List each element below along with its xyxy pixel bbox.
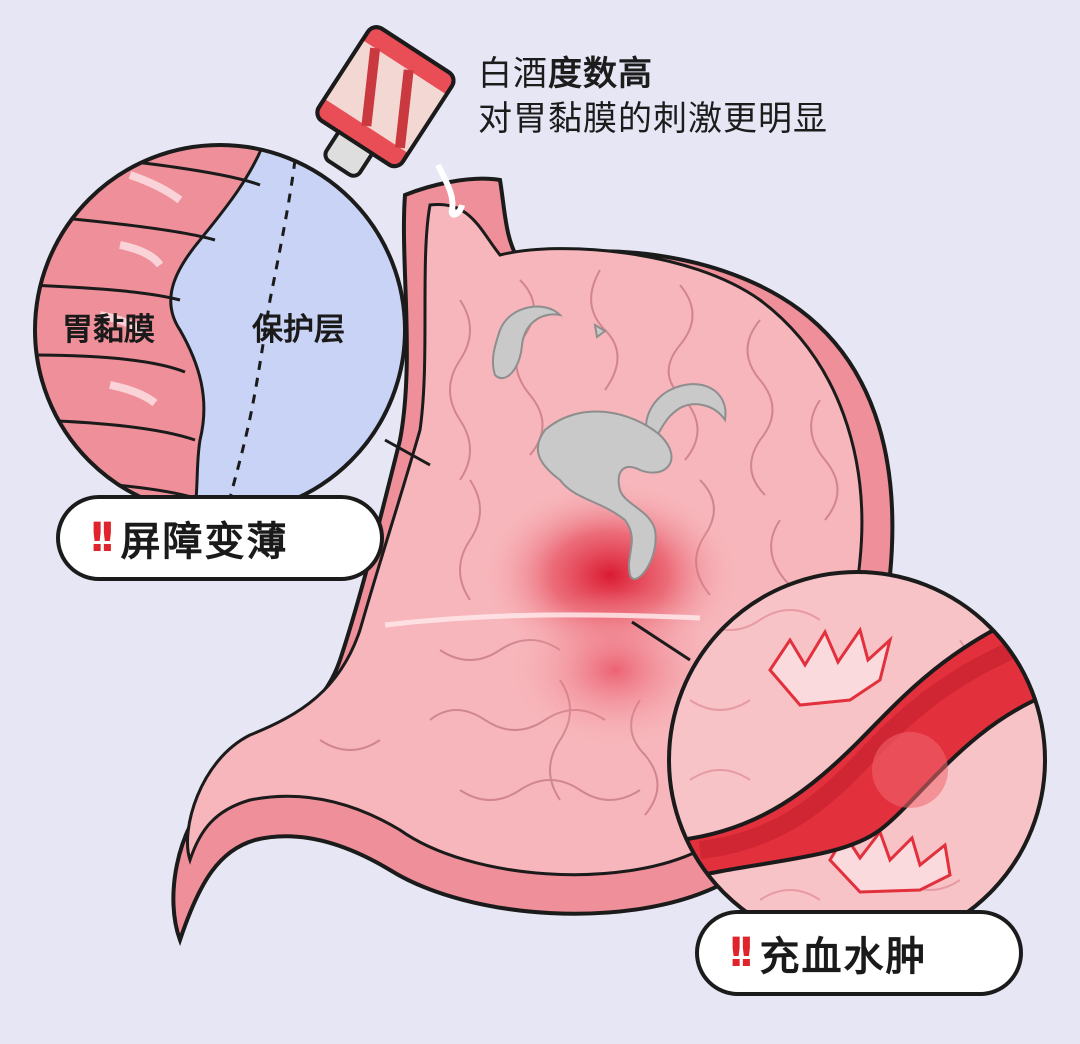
caption-normal-text: 白酒 [478,54,548,94]
congestion-edema-badge: !! 充血水肿 [695,910,1023,996]
liquor-swirls [491,305,727,580]
caption-line1: 白酒度数高 [478,52,828,96]
right-connector [631,620,691,662]
caption: 白酒度数高 对胃黏膜的刺激更明显 [478,52,828,142]
barrier-thinning-badge: !! 屏障变薄 [56,495,384,581]
caption-line2: 对胃黏膜的刺激更明显 [478,99,828,139]
pouring-stream [435,163,465,218]
congestion-edema-text: 充血水肿 [759,934,928,980]
double-exclamation-icon: !! [88,515,117,561]
liquor-bottle-icon [315,25,456,178]
inflammation-glow-lower [505,590,725,750]
mucosa-label: 胃黏膜 [62,312,155,348]
mucosa-zoom-circle [33,143,407,517]
left-connector [384,438,431,467]
barrier-thinning-text: 屏障变薄 [120,519,289,565]
congestion-zoom-circle [667,570,1047,950]
double-exclamation-icon: !! [727,930,756,976]
protective-layer-label: 保护层 [252,312,345,348]
liquid-line [384,612,701,628]
caption-bold-text: 度数高 [548,54,653,94]
